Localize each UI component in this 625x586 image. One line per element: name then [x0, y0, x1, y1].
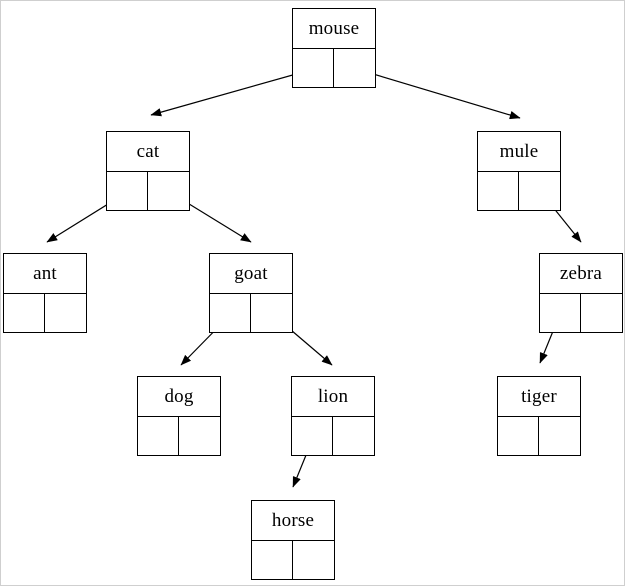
tree-node-tiger[interactable]: tiger	[497, 376, 581, 456]
right-pointer-cell-dog[interactable]	[179, 417, 220, 455]
node-pointer-cells-goat	[210, 294, 292, 332]
right-pointer-cell-mule[interactable]	[519, 172, 560, 210]
right-pointer-cell-mouse[interactable]	[334, 49, 375, 87]
node-pointer-cells-cat	[107, 172, 189, 210]
tree-node-goat[interactable]: goat	[209, 253, 293, 333]
node-label-cat: cat	[107, 132, 189, 172]
node-pointer-cells-mouse	[293, 49, 375, 87]
node-pointer-cells-mule	[478, 172, 560, 210]
node-pointer-cells-zebra	[540, 294, 622, 332]
right-pointer-cell-zebra[interactable]	[581, 294, 622, 332]
node-label-ant: ant	[4, 254, 86, 294]
tree-node-cat[interactable]: cat	[106, 131, 190, 211]
left-pointer-cell-zebra[interactable]	[540, 294, 581, 332]
tree-edge-mouse-to-cat	[150, 68, 315, 117]
node-label-dog: dog	[138, 377, 220, 417]
tree-node-horse[interactable]: horse	[251, 500, 335, 580]
node-pointer-cells-horse	[252, 541, 334, 579]
tree-node-mule[interactable]: mule	[477, 131, 561, 211]
left-pointer-cell-lion[interactable]	[292, 417, 333, 455]
tree-node-ant[interactable]: ant	[3, 253, 87, 333]
left-pointer-cell-dog[interactable]	[138, 417, 179, 455]
tree-node-zebra[interactable]: zebra	[539, 253, 623, 333]
right-pointer-cell-lion[interactable]	[333, 417, 374, 455]
node-label-zebra: zebra	[540, 254, 622, 294]
left-pointer-cell-goat[interactable]	[210, 294, 251, 332]
node-pointer-cells-dog	[138, 417, 220, 455]
node-pointer-cells-tiger	[498, 417, 580, 455]
left-pointer-cell-ant[interactable]	[4, 294, 45, 332]
left-pointer-cell-cat[interactable]	[107, 172, 148, 210]
right-pointer-cell-tiger[interactable]	[539, 417, 580, 455]
node-label-horse: horse	[252, 501, 334, 541]
right-pointer-cell-ant[interactable]	[45, 294, 86, 332]
node-pointer-cells-lion	[292, 417, 374, 455]
tree-edge-mouse-to-mule	[352, 67, 521, 120]
node-label-lion: lion	[292, 377, 374, 417]
right-pointer-cell-cat[interactable]	[148, 172, 189, 210]
node-label-tiger: tiger	[498, 377, 580, 417]
tree-node-dog[interactable]: dog	[137, 376, 221, 456]
node-label-goat: goat	[210, 254, 292, 294]
node-pointer-cells-ant	[4, 294, 86, 332]
tree-node-mouse[interactable]: mouse	[292, 8, 376, 88]
tree-node-lion[interactable]: lion	[291, 376, 375, 456]
left-pointer-cell-mule[interactable]	[478, 172, 519, 210]
left-pointer-cell-horse[interactable]	[252, 541, 293, 579]
right-pointer-cell-horse[interactable]	[293, 541, 334, 579]
node-label-mule: mule	[478, 132, 560, 172]
node-label-mouse: mouse	[293, 9, 375, 49]
right-pointer-cell-goat[interactable]	[251, 294, 292, 332]
left-pointer-cell-mouse[interactable]	[293, 49, 334, 87]
left-pointer-cell-tiger[interactable]	[498, 417, 539, 455]
